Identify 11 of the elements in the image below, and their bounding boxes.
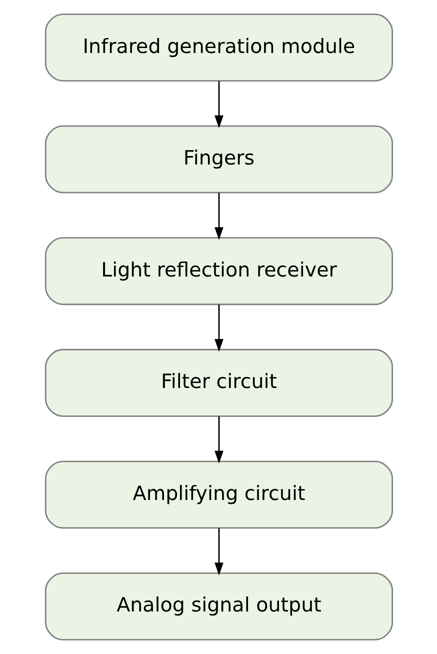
node-box: Light reflection receiver (44, 237, 393, 306)
arrow (214, 81, 223, 128)
node-box: Analog signal output (44, 572, 393, 640)
node-box: Fingers (44, 125, 393, 194)
node-box: Filter circuit (44, 348, 393, 417)
arrow (214, 192, 223, 240)
arrow (214, 528, 223, 576)
node-box: Infrared generation module (44, 14, 393, 82)
arrow (214, 416, 223, 464)
node-box: Amplifying circuit (44, 460, 393, 529)
arrow (214, 304, 223, 352)
